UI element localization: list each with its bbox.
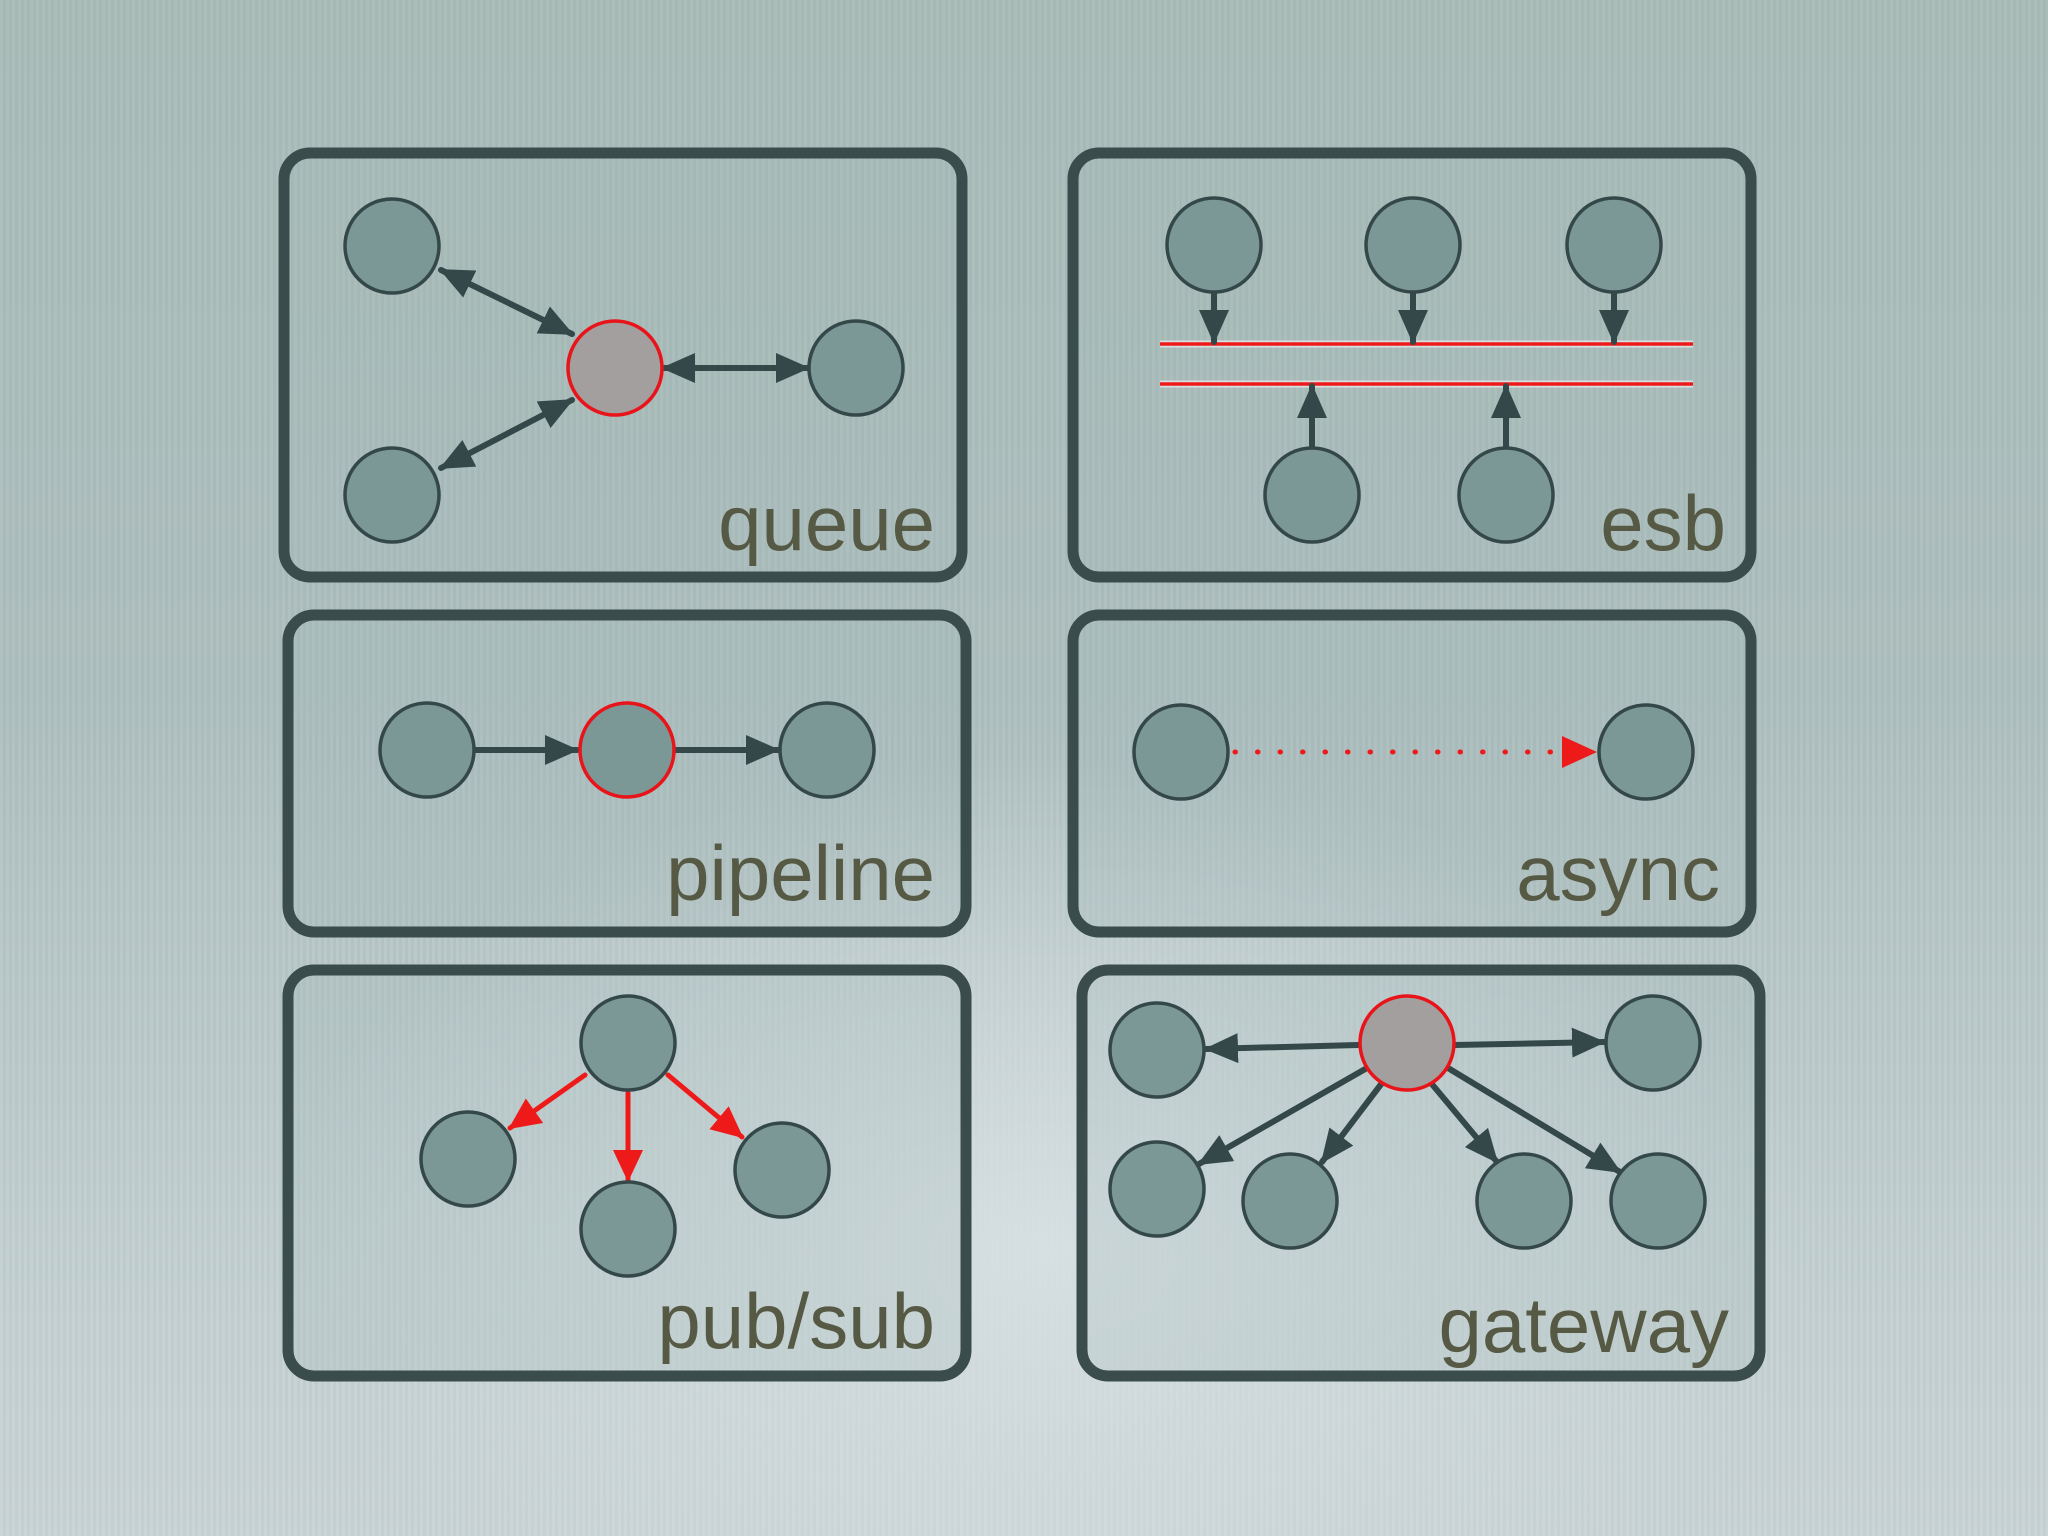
subscriber-node: [419, 1110, 517, 1208]
edge-bidirectional: [438, 267, 575, 337]
node: [378, 701, 476, 799]
edge-bidirectional: [438, 397, 575, 471]
panel-frame: [1067, 609, 1757, 938]
edge-route: [1452, 1027, 1607, 1058]
node: [1597, 703, 1695, 801]
panel-pubsub: pub/sub: [282, 964, 972, 1382]
panel-queue: queue: [278, 147, 968, 583]
node: [1609, 1152, 1707, 1250]
edge-publish: [507, 1072, 588, 1131]
edge-route: [1428, 1080, 1500, 1165]
subscriber-node: [733, 1121, 831, 1219]
node: [1132, 703, 1230, 801]
panel-label: pipeline: [666, 829, 935, 917]
subscriber-node: [579, 1180, 677, 1278]
node: [1263, 446, 1361, 544]
edge-publish: [665, 1072, 745, 1140]
node: [807, 319, 905, 417]
node: [1565, 196, 1663, 294]
node: [343, 446, 441, 544]
node: [1241, 1152, 1339, 1250]
node: [1108, 1140, 1206, 1238]
panel-label: async: [1516, 829, 1720, 917]
panel-gateway: gateway: [1076, 964, 1766, 1382]
panel-frame: [1076, 964, 1766, 1382]
node: [1108, 1001, 1206, 1099]
edge-route: [1445, 1065, 1623, 1175]
panel-label: gateway: [1438, 1281, 1729, 1369]
node: [1457, 446, 1555, 544]
panel-pipeline: pipeline: [282, 609, 972, 938]
node: [1364, 196, 1462, 294]
panel-label: queue: [718, 479, 935, 567]
queue-hub-node: [566, 319, 664, 417]
node: [343, 197, 441, 295]
publisher-node: [579, 994, 677, 1092]
panel-esb: esb: [1067, 147, 1757, 583]
edge-route: [1196, 1065, 1370, 1167]
panel-label: pub/sub: [657, 1277, 935, 1365]
edge-route: [1319, 1080, 1385, 1165]
node: [1604, 994, 1702, 1092]
node: [1165, 196, 1263, 294]
panel-label: esb: [1600, 479, 1726, 567]
gateway-hub-node: [1358, 994, 1456, 1092]
async-arrowhead: [1562, 736, 1597, 768]
node: [1475, 1152, 1573, 1250]
panel-async: async: [1067, 609, 1757, 938]
pipeline-stage-node: [578, 701, 676, 799]
node: [778, 701, 876, 799]
edge-route: [1203, 1033, 1361, 1064]
